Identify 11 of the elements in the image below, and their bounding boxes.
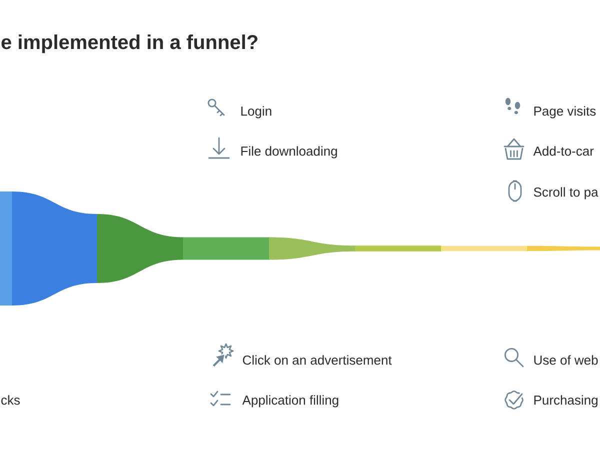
title: e implemented in a funnel? <box>2 34 258 54</box>
item-label: Purchasing <box>534 395 598 408</box>
item-label: cks <box>1 395 20 405</box>
item-label: Use of web <box>534 355 598 365</box>
item-label: Add-to-car <box>533 146 594 156</box>
item-label: Application filling <box>242 395 338 408</box>
item-label: File downloading <box>241 146 337 158</box>
item-label: Scroll to pa <box>534 187 598 200</box>
item-label: Click on an advertisement <box>242 355 392 365</box>
item-label: Page visits <box>534 106 596 118</box>
item-label: Login <box>241 106 272 118</box>
